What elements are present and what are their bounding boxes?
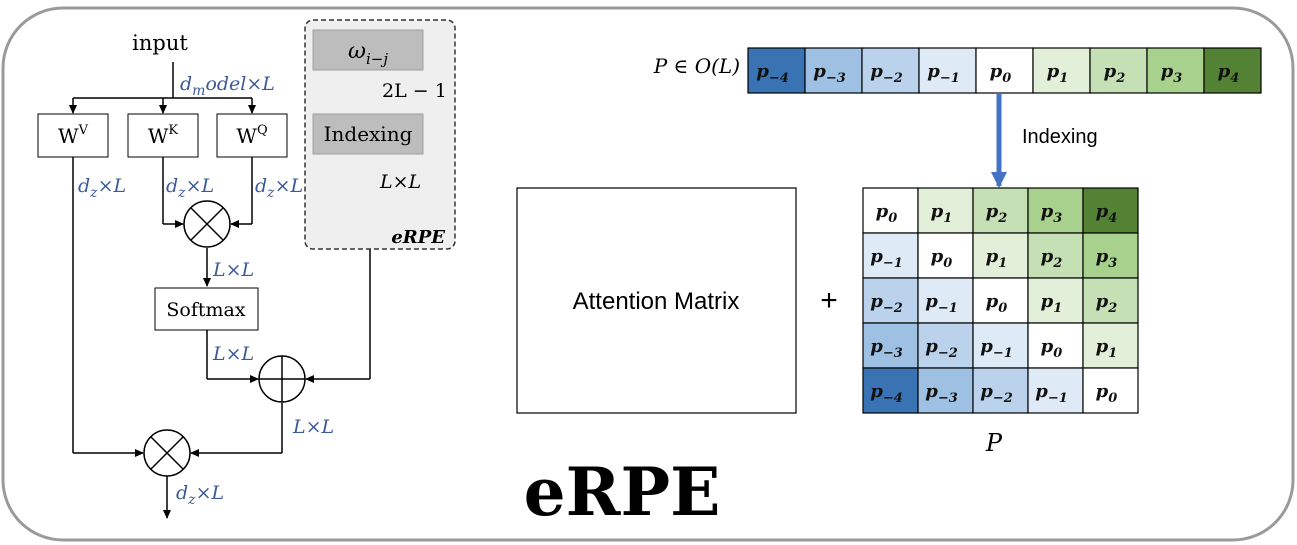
indexing-arrow-label: Indexing <box>1022 126 1098 148</box>
input-label: input <box>132 31 188 55</box>
matrix-label: P <box>985 429 1003 457</box>
indexing-out-dim: L×L <box>379 171 421 193</box>
output-dim: dz×L <box>176 482 224 508</box>
vector-cell-label: p0 <box>990 61 1012 86</box>
indexing-box <box>312 113 424 155</box>
erpe-box-label: eRPE <box>391 227 445 248</box>
indexing-label: Indexing <box>324 122 413 146</box>
matrix-cell <box>1027 232 1084 279</box>
matrix-cell <box>917 187 974 234</box>
dz-v-dim: dz×L <box>78 175 126 201</box>
wk-box <box>127 113 199 158</box>
vector-cell <box>975 47 1034 94</box>
matrix-cell <box>1082 187 1139 234</box>
vector-cell-label: p−2 <box>870 61 903 86</box>
dz-k-dim: dz×L <box>166 175 214 201</box>
vector-cell <box>918 47 977 94</box>
matrix-cell-label: p1 <box>986 246 1008 271</box>
matrix-cell-label: p1 <box>1096 336 1118 361</box>
matrix-cell-label: p−1 <box>1035 381 1068 406</box>
matrix-cell-label: p−3 <box>870 336 903 361</box>
matrix-cell <box>862 187 919 234</box>
matrix-cell <box>1027 367 1084 414</box>
omega-box <box>312 29 424 71</box>
matrix-cell <box>862 277 919 324</box>
matrix-cell-label: p−2 <box>925 336 958 361</box>
matrix-cell-label: p0 <box>1096 381 1118 406</box>
matrix-cell-label: p−1 <box>925 291 958 316</box>
wv-label: WV <box>58 123 89 148</box>
vector-cell <box>804 47 863 94</box>
add-op <box>258 355 306 403</box>
matrix-cell-label: p0 <box>1041 336 1063 361</box>
vector-cell <box>1203 47 1262 94</box>
vector-label: P ∈ O(L) <box>653 54 740 78</box>
matrix-cell <box>917 277 974 324</box>
matrix-cell-label: p3 <box>1041 201 1063 226</box>
relative-position-matrix: p0 p1 p2 p3 p4 p−1 p0 p1 p2 p3 p−2 p−1 p0 p1 p2 p−3 p−2 p… <box>862 187 1139 414</box>
softmax-box <box>154 287 259 331</box>
matrix-cell-label: p−2 <box>870 291 903 316</box>
vector-cell <box>1146 47 1205 94</box>
vector-cell-label: p3 <box>1161 61 1183 86</box>
plus-sign: + <box>820 284 838 317</box>
matrix-cell-label: p2 <box>986 201 1008 226</box>
multiply-op-top <box>183 200 231 248</box>
attention-matrix-box <box>516 187 797 414</box>
matrix-cell <box>1082 367 1139 414</box>
matrix-cell <box>972 367 1029 414</box>
vector-cell-label: p4 <box>1218 61 1240 86</box>
softmax-out-dim: L×L <box>212 343 254 365</box>
wq-label: WQ <box>236 123 267 148</box>
matrix-cell-label: p−1 <box>980 336 1013 361</box>
vector-cell <box>861 47 920 94</box>
dz-q-dim: dz×L <box>255 175 303 201</box>
matrix-cell-label: p2 <box>1096 291 1118 316</box>
matrix-cell-label: p−2 <box>980 381 1013 406</box>
wq-box <box>216 113 288 158</box>
vector-cell <box>1032 47 1091 94</box>
vector-cell-label: p−3 <box>813 61 846 86</box>
matrix-cell-label: p1 <box>1041 291 1063 316</box>
matrix-cell-label: p0 <box>876 201 898 226</box>
matrix-cell-label: p1 <box>931 201 953 226</box>
matrix-cell-label: p−1 <box>870 246 903 271</box>
vector-cell-label: p2 <box>1104 61 1126 86</box>
attention-matrix-label: Attention Matrix <box>573 288 740 315</box>
matrix-cell-label: p0 <box>931 246 953 271</box>
matrix-cell-label: p2 <box>1041 246 1063 271</box>
mult-out-dim: L×L <box>212 259 254 281</box>
main-title: eRPE <box>524 453 721 531</box>
input-dim: dmodel×L <box>180 73 275 99</box>
softmax-label: Softmax <box>166 299 245 321</box>
wv-box <box>37 113 109 158</box>
vector-cell-label: p−4 <box>756 61 789 86</box>
matrix-cell <box>1082 322 1139 369</box>
wk-label: WK <box>148 123 179 148</box>
vector-cell <box>747 47 806 94</box>
omega-label: ωi−j <box>348 39 388 68</box>
vector-cell-label: p1 <box>1047 61 1069 86</box>
matrix-cell-label: p−4 <box>870 381 903 406</box>
matrix-cell <box>972 322 1029 369</box>
matrix-cell-label: p4 <box>1096 201 1118 226</box>
add-out-dim: L×L <box>292 416 334 438</box>
matrix-cell <box>1082 277 1139 324</box>
vector-cell-label: p−1 <box>927 61 960 86</box>
matrix-cell-label: p0 <box>986 291 1008 316</box>
erpe-length-label: 2L − 1 <box>382 80 447 102</box>
matrix-cell-label: p3 <box>1096 246 1118 271</box>
matrix-cell-label: p−3 <box>925 381 958 406</box>
matrix-cell <box>862 232 919 279</box>
matrix-cell <box>917 232 974 279</box>
matrix-cell <box>862 367 919 414</box>
multiply-op-bottom <box>143 429 191 477</box>
relative-position-vector: p−4 p−3 p−2 p−1 p0 p1 p2 p3 p4 <box>747 47 1262 94</box>
